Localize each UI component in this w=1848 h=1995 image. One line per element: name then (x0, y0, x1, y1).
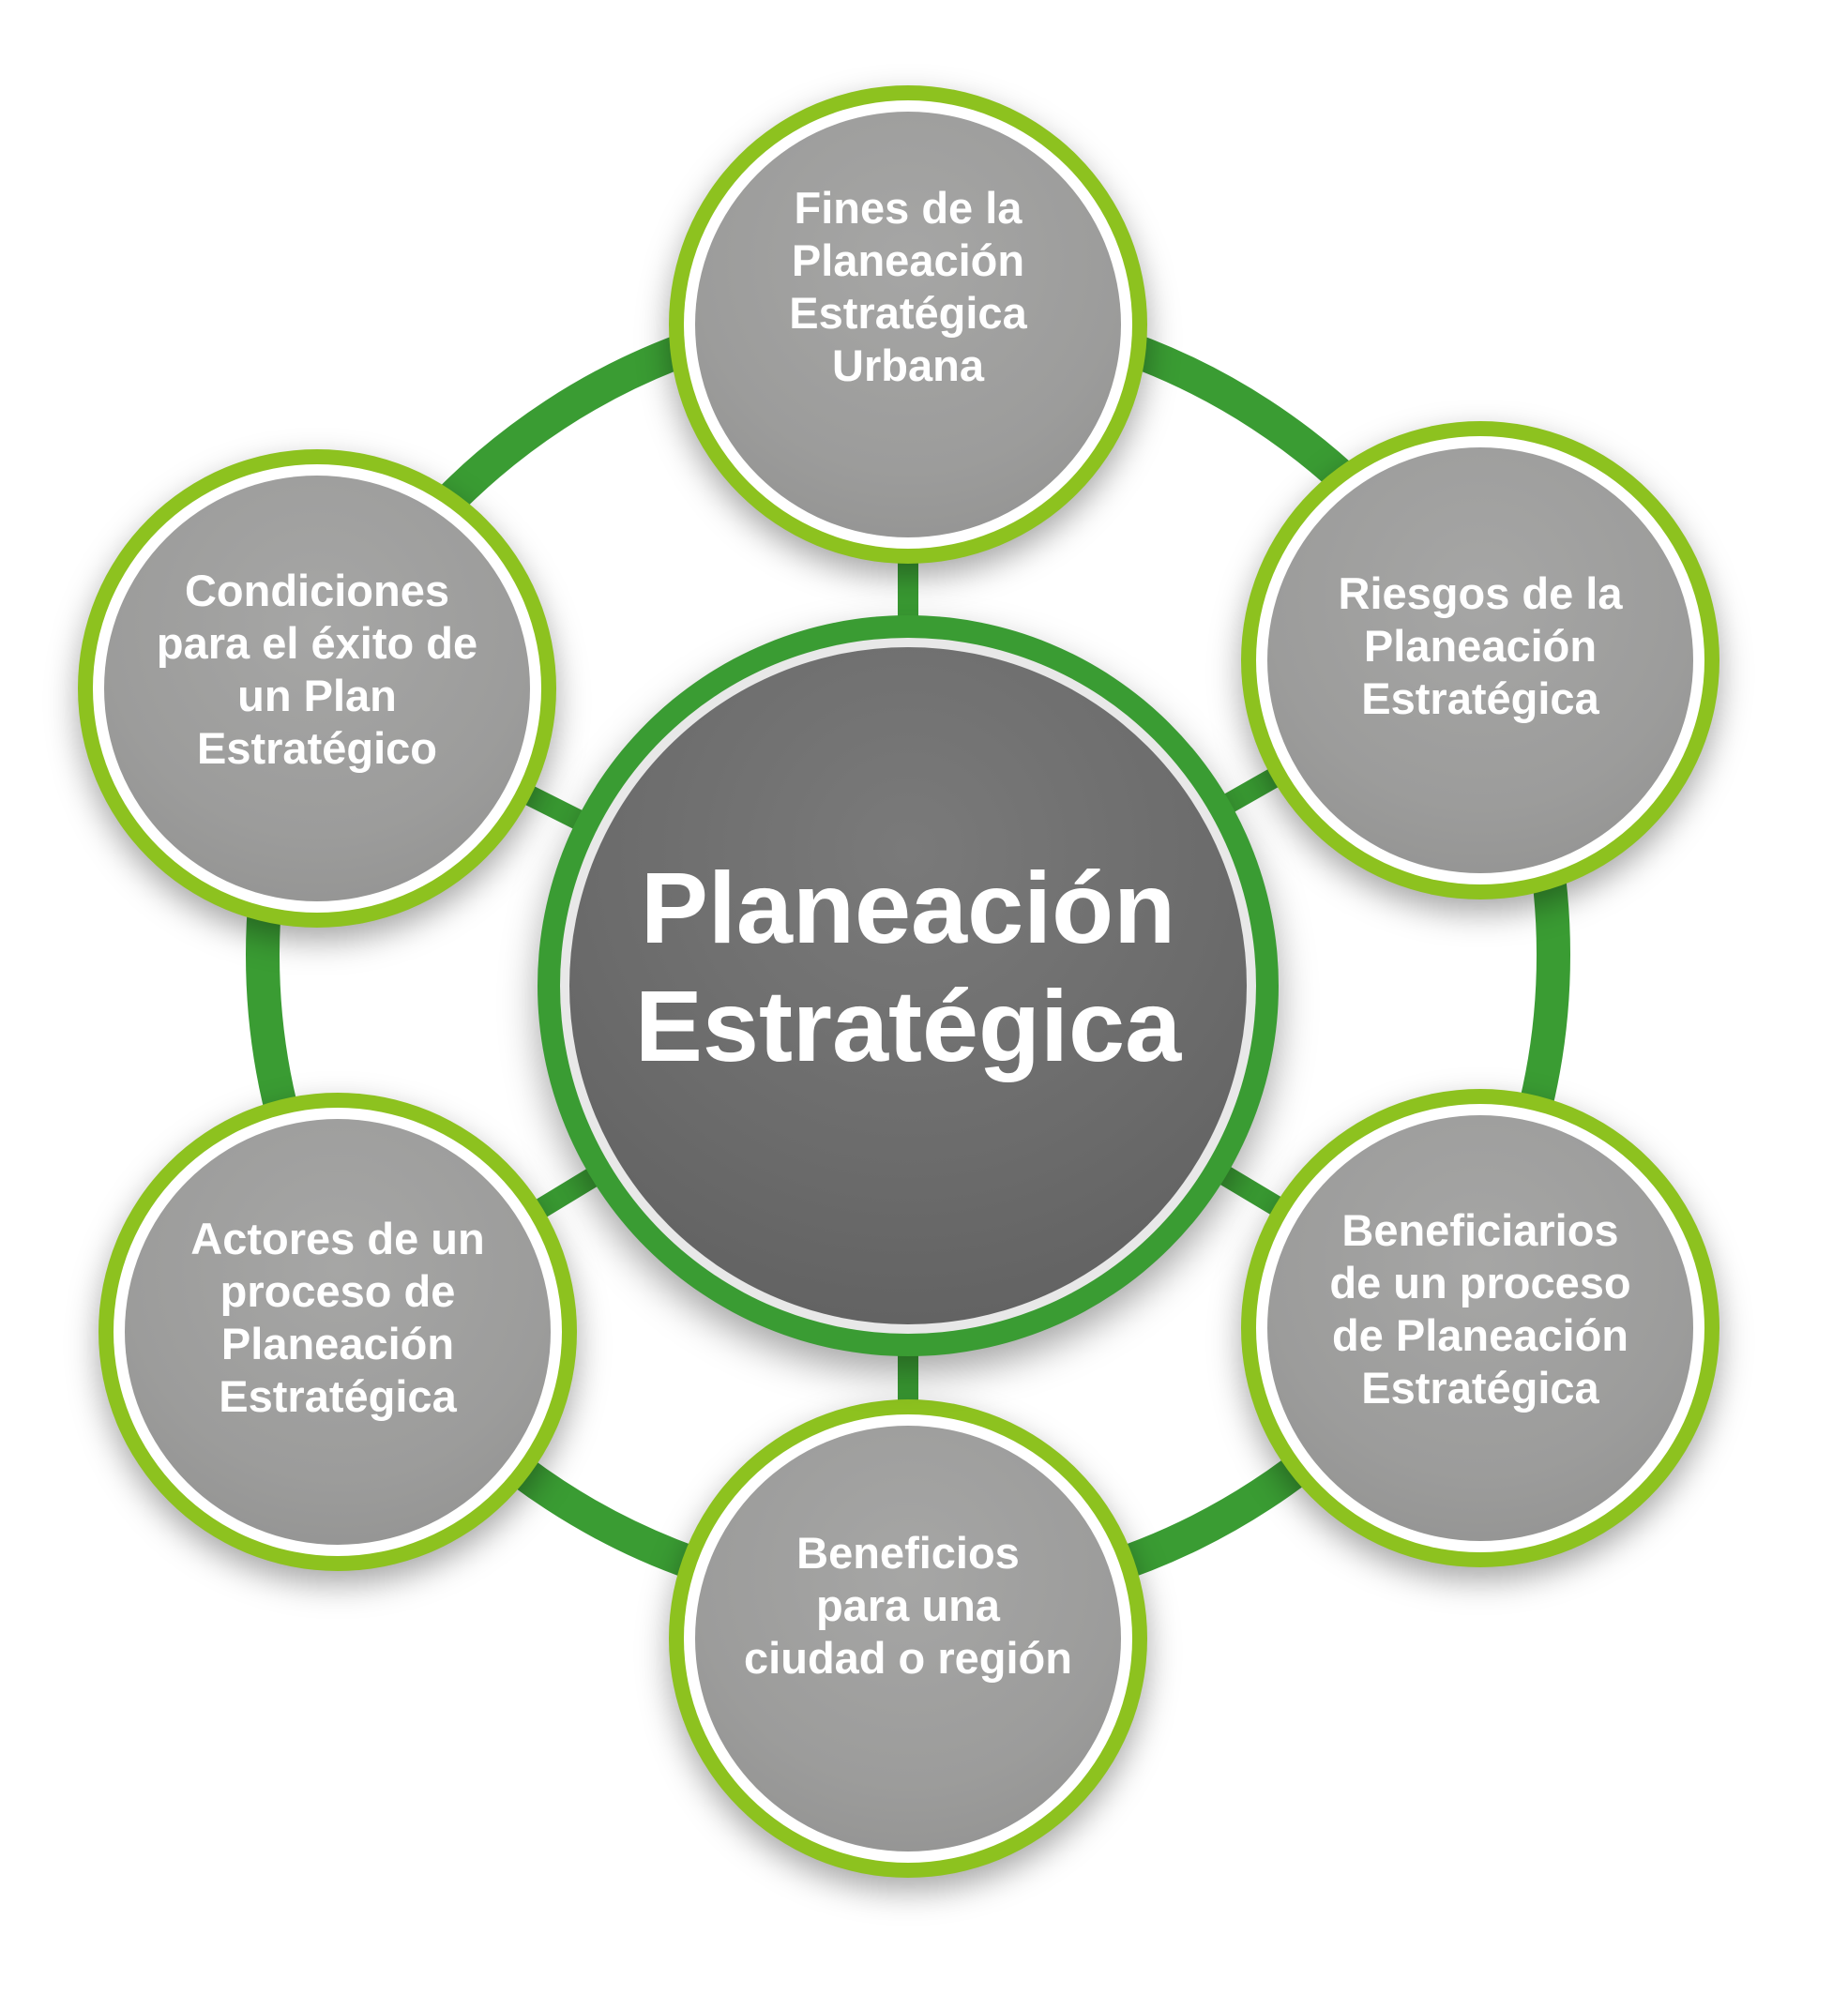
node-riesgos[interactable]: Riesgos de la Planeación Estratégica (1241, 421, 1719, 899)
node-riesgos-label: Riesgos de la Planeación Estratégica (1338, 568, 1623, 723)
node-beneficios-label: Beneficios para una ciudad o región (744, 1528, 1072, 1683)
node-beneficios[interactable]: Beneficios para una ciudad o región (669, 1399, 1147, 1878)
node-beneficiarios[interactable]: Beneficiarios de un proceso de Planeació… (1241, 1089, 1719, 1567)
node-fines[interactable]: Fines de la Planeación Estratégica Urban… (669, 85, 1147, 564)
center-title: Planeación Estratégica (634, 850, 1182, 1082)
node-condiciones-label: Condiciones para el éxito de un Plan Est… (156, 566, 478, 773)
node-condiciones[interactable]: Condiciones para el éxito de un Plan Est… (78, 449, 556, 928)
node-actores-label: Actores de un proceso de Planeación Estr… (190, 1214, 485, 1421)
node-actores[interactable]: Actores de un proceso de Planeación Estr… (98, 1093, 577, 1571)
node-beneficiarios-label: Beneficiarios de un proceso de Planeació… (1329, 1205, 1631, 1413)
center-node[interactable]: Planeación Estratégica (538, 615, 1279, 1356)
node-fines-label: Fines de la Planeación Estratégica Urban… (789, 183, 1027, 390)
